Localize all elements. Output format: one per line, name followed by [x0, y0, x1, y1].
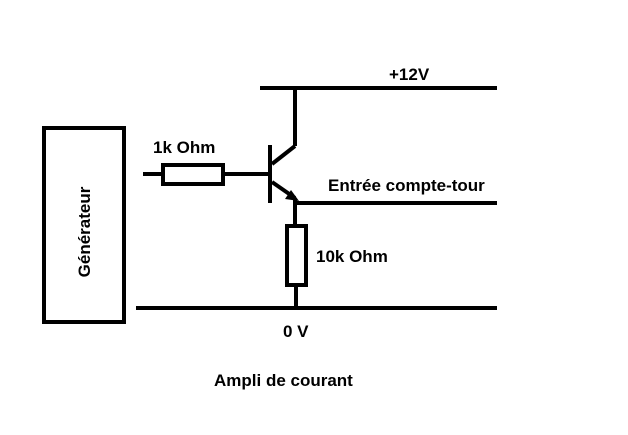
output-label: Entrée compte-tour [328, 176, 485, 195]
resistor-emitter-label: 10k Ohm [316, 247, 388, 266]
transistor-collector-lead [270, 144, 297, 166]
resistor-base [161, 163, 225, 186]
ground-label: 0 V [283, 322, 309, 341]
resistor-emitter [285, 224, 308, 287]
generator-label: Générateur [75, 186, 94, 277]
supply-label: +12V [389, 65, 430, 84]
generator-box [42, 126, 126, 324]
diagram-title: Ampli de courant [214, 371, 353, 390]
resistor-base-label: 1k Ohm [153, 138, 215, 157]
npn-transistor [268, 144, 299, 203]
